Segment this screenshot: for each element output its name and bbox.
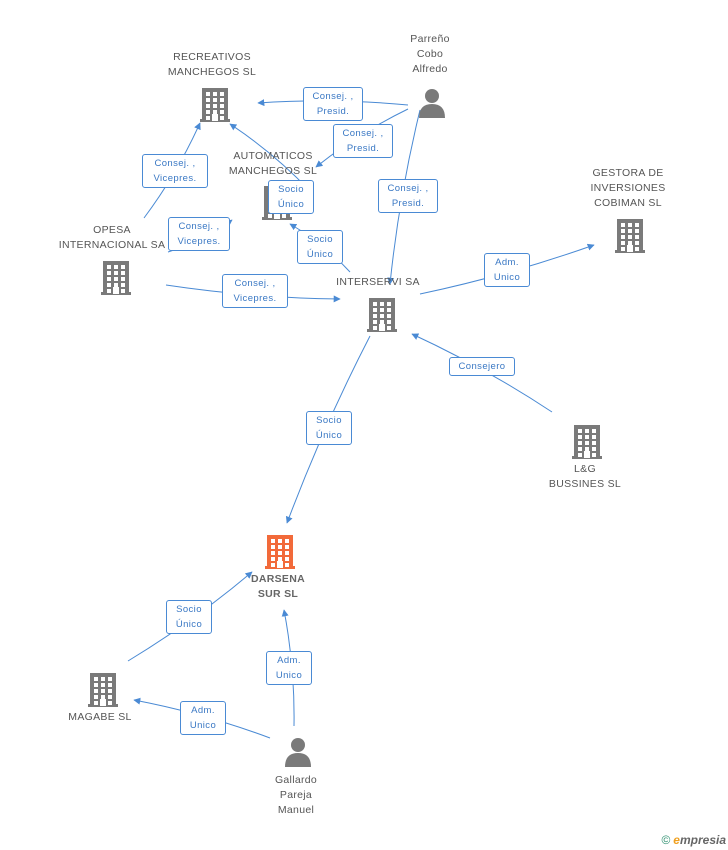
company-icon[interactable] xyxy=(572,423,602,464)
edge-label[interactable]: Consej. , Vicepres. xyxy=(142,154,208,188)
edge-label[interactable]: Consej. , Presid. xyxy=(333,124,393,158)
node-label-opesa[interactable]: OPESA INTERNACIONAL SA xyxy=(58,224,166,251)
edge-label[interactable]: Consej. , Vicepres. xyxy=(222,274,288,308)
node-label-automaticos[interactable]: AUTOMATICOS MANCHEGOS SL xyxy=(228,150,318,177)
company-icon[interactable] xyxy=(367,296,397,337)
node-label-darsena[interactable]: DARSENA SUR SL xyxy=(250,573,306,600)
copyright-icon: © xyxy=(661,833,671,847)
company-icon[interactable] xyxy=(101,259,131,300)
brand-logo: empresia xyxy=(673,833,726,847)
edge-label[interactable]: Adm. Unico xyxy=(266,651,312,685)
footer-brand[interactable]: © empresia xyxy=(661,833,726,847)
company-icon[interactable] xyxy=(88,671,118,712)
edge-label[interactable]: Socio Único xyxy=(306,411,352,445)
edge-label[interactable]: Consejero xyxy=(449,357,515,376)
edge-label[interactable]: Socio Único xyxy=(268,180,314,214)
node-label-parreno[interactable]: Parreño Cobo Alfredo xyxy=(410,33,450,75)
edge-label[interactable]: Consej. , Presid. xyxy=(303,87,363,121)
node-label-lg[interactable]: L&G BUSSINES SL xyxy=(548,463,622,490)
node-label-interservi[interactable]: INTERSERVI SA xyxy=(336,276,420,288)
edge-label[interactable]: Adm. Unico xyxy=(484,253,530,287)
edge-label[interactable]: Socio Único xyxy=(297,230,343,264)
edge-label[interactable]: Socio Único xyxy=(166,600,212,634)
company-icon[interactable] xyxy=(200,86,230,127)
node-label-gallardo[interactable]: Gallardo Pareja Manuel xyxy=(274,774,318,816)
person-icon[interactable] xyxy=(283,737,313,772)
node-label-gestora[interactable]: GESTORA DE INVERSIONES COBIMAN SL xyxy=(590,167,666,209)
person-icon[interactable] xyxy=(417,88,447,123)
company-focus-icon[interactable] xyxy=(265,533,295,574)
node-label-magabe[interactable]: MAGABE SL xyxy=(68,711,132,723)
node-label-recreativos[interactable]: RECREATIVOS MANCHEGOS SL xyxy=(167,51,257,78)
company-icon[interactable] xyxy=(615,217,645,258)
edge-label[interactable]: Consej. , Vicepres. xyxy=(168,217,230,251)
edge-label[interactable]: Adm. Unico xyxy=(180,701,226,735)
edge-label[interactable]: Consej. , Presid. xyxy=(378,179,438,213)
